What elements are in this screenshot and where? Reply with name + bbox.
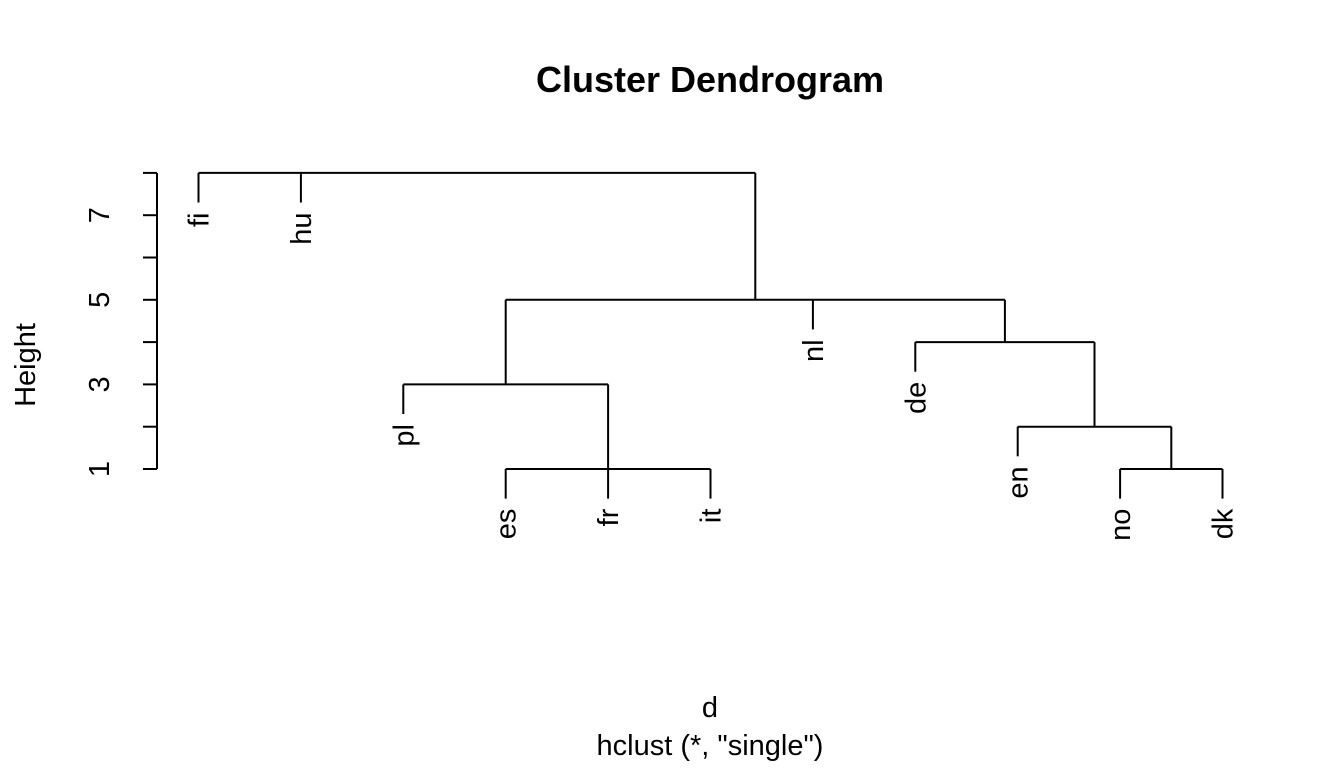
x-axis-title: d	[702, 692, 718, 724]
leaf-label-pl: pl	[388, 424, 420, 447]
leaf-label-hu: hu	[286, 213, 318, 245]
leaf-label-fi: fi	[184, 213, 216, 228]
dendrogram-tree	[197, 171, 1224, 499]
y-axis-title: Height	[10, 323, 42, 407]
y-tick-label: 3	[84, 376, 116, 392]
y-tick-label: 7	[84, 207, 116, 223]
leaf-label-fr: fr	[593, 508, 625, 526]
x-axis-subtitle: hclust (*, "single")	[597, 730, 824, 762]
leaf-label-es: es	[491, 509, 523, 540]
leaf-label-de: de	[900, 382, 932, 414]
y-axis: 1 3 5 7	[84, 171, 158, 477]
leaf-labels: fi hu pl es fr it nl de en no dk	[184, 213, 1240, 541]
leaf-label-en: en	[1003, 466, 1035, 498]
chart-title: Cluster Dendrogram	[536, 59, 884, 100]
leaf-label-it: it	[696, 509, 728, 524]
leaf-label-nl: nl	[798, 339, 830, 362]
y-tick-label: 5	[84, 292, 116, 308]
y-tick-label: 1	[84, 461, 116, 477]
leaf-label-dk: dk	[1208, 508, 1240, 539]
leaf-label-no: no	[1105, 509, 1137, 541]
